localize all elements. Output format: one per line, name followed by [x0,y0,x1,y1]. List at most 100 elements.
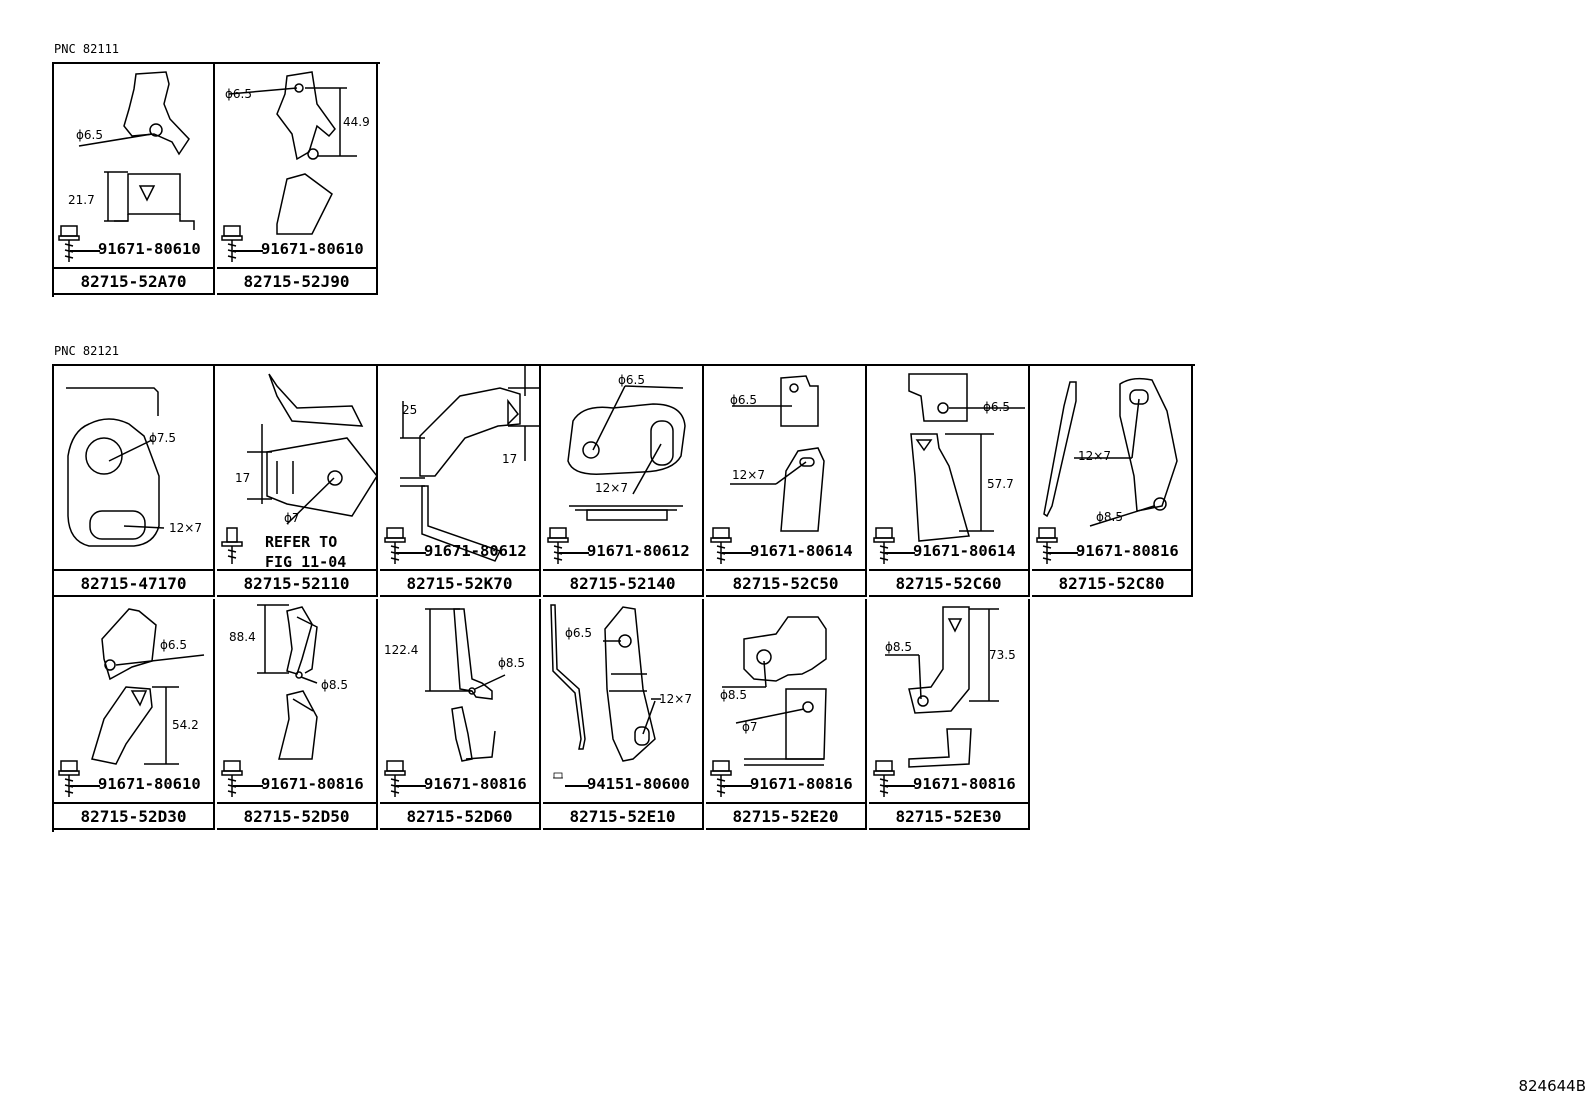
bracket-drawing: ϕ6.5 12×7 [550,604,692,762]
bolt-part-number[interactable]: 91671-80612 [587,542,690,560]
dim-hole-diameter: ϕ8.5 [1096,510,1123,524]
figure-id: 824644B [1518,1077,1586,1095]
part-cell[interactable]: ϕ7.5 12×7 82715-47170 [54,366,215,597]
part-cell[interactable]: 12×7 ϕ8.5 91671-80816 82715-52C80 [1032,366,1193,597]
bolt-leader [565,785,589,787]
bracket-drawing: ϕ6.5 12×7 [730,375,825,532]
dim-hole-diameter: ϕ8.5 [321,678,348,692]
part-number[interactable]: 82715-52J90 [217,267,376,295]
part-number[interactable]: 82715-52D60 [380,802,539,830]
dim-hole-diameter: ϕ8.5 [720,688,747,702]
part-number[interactable]: 82715-52D30 [54,802,213,830]
refer-to-figure[interactable]: REFER TO FIG 11-04 [265,533,347,571]
part-number[interactable]: 82715-52C50 [706,569,865,597]
bolt-part-number[interactable]: 91671-80614 [750,542,853,560]
bracket-drawing: 17 ϕ7 [235,373,378,525]
bolt-part-number[interactable]: 91671-80816 [424,775,527,793]
part-number[interactable]: 82715-52A70 [54,267,213,295]
dim-height: 17 [235,471,250,485]
bolt-part-number[interactable]: 91671-80610 [98,775,201,793]
part-cell[interactable]: ϕ6.5 12×7 91671-80614 82715-52C50 [706,366,867,597]
part-number[interactable]: 82715-52E10 [543,802,702,830]
part-number[interactable]: 82715-52C60 [869,569,1028,597]
nut-part-number[interactable]: 94151-80600 [587,775,690,793]
bracket-drawing: 25 17 [400,366,540,562]
dim-slot: 12×7 [169,521,202,535]
part-number[interactable]: 82715-47170 [54,569,213,597]
bolt-part-number[interactable]: 91671-80612 [424,542,527,560]
dim-hole-diameter: ϕ6.5 [618,373,645,387]
dim-height: 122.4 [384,643,418,657]
dim-hole-diameter: ϕ6.5 [225,87,252,101]
dim-hole-diameter: ϕ6.5 [730,393,757,407]
bracket-drawing: 122.4 ϕ8.5 [384,608,525,762]
part-cell[interactable]: ϕ6.5 57.7 91671-80614 82715-52C60 [869,366,1030,597]
bracket-drawing: ϕ8.5 73.5 [885,606,1016,768]
bolt-leader [70,785,100,787]
part-number[interactable]: 82715-52K70 [380,569,539,597]
bolt-part-number[interactable]: 91671-80610 [98,240,201,258]
bolt-leader [233,250,263,252]
bolt-part-number[interactable]: 91671-80816 [913,775,1016,793]
dim-height: 44.9 [343,115,370,129]
dim-hole-diameter: ϕ8.5 [498,656,525,670]
bolt-icon [547,527,569,564]
bolt-leader [1048,552,1078,554]
part-cell[interactable]: ϕ6.5 12×7 91671-80612 82715-52140 [543,366,704,597]
bolt-icon [710,760,732,797]
dim-height: 17 [502,452,517,466]
pnc-label-82121: PNC 82121 [54,344,120,358]
dim-height: 57.7 [987,477,1014,491]
dim-height: 88.4 [229,630,256,644]
bracket-drawing: 88.4 ϕ8.5 [229,604,348,760]
part-cell[interactable]: ϕ8.5 73.5 91671-80816 82715-52E30 [869,599,1030,830]
part-number[interactable]: 82715-52140 [543,569,702,597]
dim-height: 54.2 [172,718,199,732]
part-cell[interactable]: ϕ6.5 21.7 91671-80610 82715-52A70 [54,64,215,295]
part-number[interactable]: 82715-52E30 [869,802,1028,830]
bolt-icon [221,760,243,797]
part-number[interactable]: 82715-52E20 [706,802,865,830]
bracket-drawing: ϕ6.5 21.7 [68,71,195,230]
bolt-icon [58,760,80,797]
part-cell[interactable]: ϕ8.5 ϕ7 91671-80816 82715-52E20 [706,599,867,830]
bolt-icon [710,527,732,564]
pnc-label-82111: PNC 82111 [54,42,120,56]
part-number[interactable]: 82715-52D50 [217,802,376,830]
bolt-leader [396,552,426,554]
part-cell[interactable]: 88.4 ϕ8.5 91671-80816 82715-52D50 [217,599,378,830]
dim-hole-diameter: ϕ7.5 [149,431,176,445]
part-number[interactable]: 82715-52C80 [1032,569,1191,597]
bolt-leader [885,552,915,554]
part-cell[interactable]: ϕ6.5 44.9 91671-80610 82715-52J90 [217,64,378,295]
bolt-icon [873,760,895,797]
bolt-part-number[interactable]: 91671-80816 [1076,542,1179,560]
bolt-icon [1036,527,1058,564]
part-cell[interactable]: 17 ϕ7 REFER TO FIG 11-04 82715-52110 [217,366,378,597]
bolt-icon [873,527,895,564]
bolt-icon [384,760,406,797]
bolt-part-number[interactable]: 91671-80614 [913,542,1016,560]
bolt-leader [396,785,426,787]
dim-slot: 12×7 [732,468,765,482]
part-cell[interactable]: ϕ6.5 54.2 91671-80610 82715-52D30 [54,599,215,830]
bracket-drawing: ϕ6.5 54.2 [91,608,205,765]
dim-hole-diameter: ϕ6.5 [983,400,1010,414]
bolt-part-number[interactable]: 91671-80816 [261,775,364,793]
bolt-icon [58,225,80,262]
bolt-leader [885,785,915,787]
bolt-leader [70,250,100,252]
part-cell[interactable]: ϕ6.5 12×7 94151-80600 82715-52E10 [543,599,704,830]
dim-slot: 12×7 [659,692,692,706]
part-cell[interactable]: 122.4 ϕ8.5 91671-80816 82715-52D60 [380,599,541,830]
bolt-leader [722,785,752,787]
dim-hole-diameter: ϕ8.5 [885,640,912,654]
part-cell[interactable]: 25 17 91671-80612 82715-52K70 [380,366,541,597]
dim-hole-diameter-lower: ϕ7 [742,720,758,734]
part-number[interactable]: 82715-52110 [217,569,376,597]
bracket-drawing: 12×7 ϕ8.5 [1043,377,1178,527]
bolt-part-number[interactable]: 91671-80816 [750,775,853,793]
bracket-drawing: ϕ6.5 57.7 [908,373,1025,542]
bolt-leader [559,552,589,554]
bolt-part-number[interactable]: 91671-80610 [261,240,364,258]
